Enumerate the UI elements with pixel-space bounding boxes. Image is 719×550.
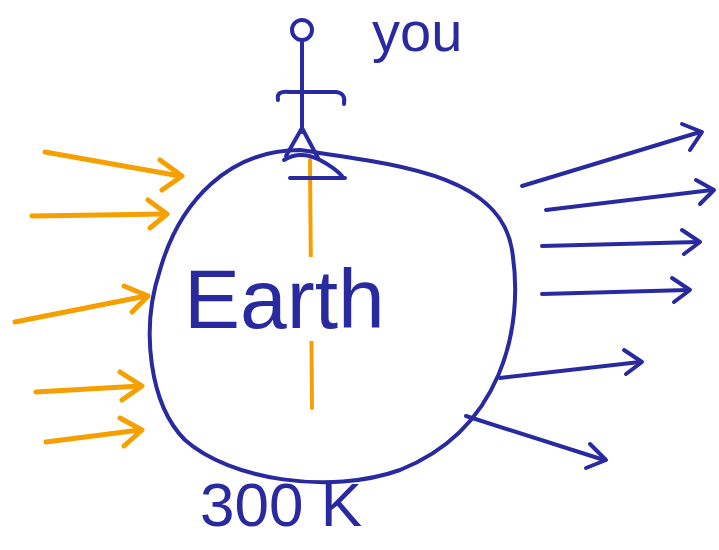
outgoing-radiation-arrows [466, 124, 714, 468]
planet-shape: Earth [140, 145, 530, 490]
temperature-label: 300 K [200, 474, 362, 536]
planet-outline-path [150, 150, 515, 482]
person-label: you [372, 4, 462, 60]
planet-name: Earth [182, 257, 387, 341]
incoming-radiation-arrows [15, 152, 182, 446]
